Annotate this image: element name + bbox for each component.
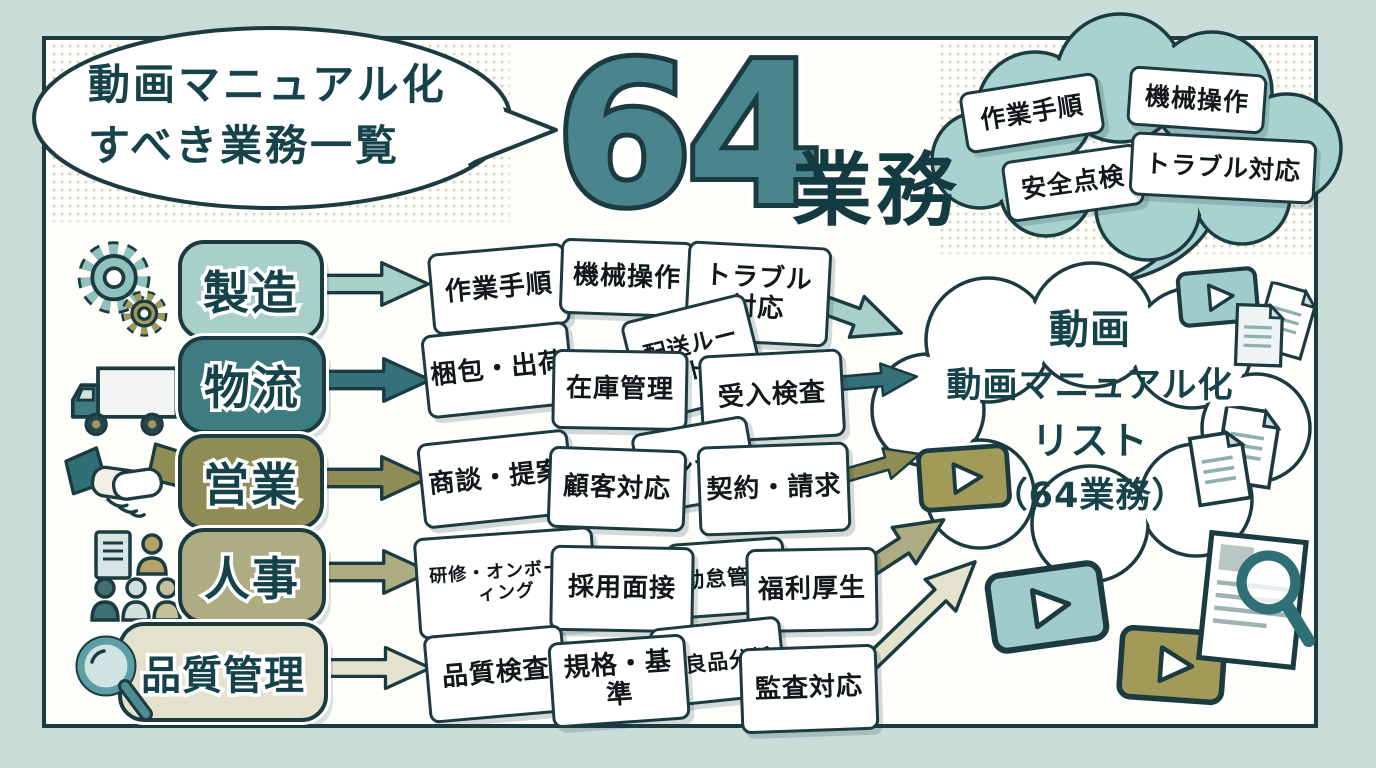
video-play-icon — [981, 556, 1114, 658]
task-card: 品質検査 — [422, 624, 570, 724]
task-card: 監査対応 — [738, 643, 880, 735]
task-card: 在庫管理 — [551, 348, 689, 432]
headline-number: 64 64 64 — [546, 22, 833, 250]
title-bubble-shape — [32, 26, 558, 210]
arrow-manufacturing — [314, 258, 432, 310]
task-card: 採用面接 — [549, 544, 695, 634]
video-play-icon — [914, 441, 1015, 516]
page-title: 動画マニュアル化 すべき業務一覧 — [88, 55, 447, 177]
magnifier-icon — [66, 632, 166, 728]
page-title-line1: 動画マニュアル化 — [88, 60, 447, 109]
task-card: 規格・基準 — [547, 633, 691, 729]
category-pill-sales: 営業営業 — [178, 434, 324, 530]
people-icon — [88, 530, 188, 622]
headline-unit: 業務 — [792, 144, 960, 237]
task-card: 契約・請求 — [696, 441, 852, 537]
category-pill-manufacturing: 製造製造 — [178, 240, 324, 340]
page-title-line2: すべき業務一覧 — [88, 120, 401, 170]
handshake-icon — [64, 440, 188, 536]
documents-icon — [1179, 403, 1296, 513]
document-magnifier-icon — [1185, 526, 1327, 681]
category-pill-hr: 人事人事 — [178, 528, 326, 624]
truck-icon — [70, 360, 182, 442]
arrow-logistics — [316, 354, 434, 406]
result-cloud-title: 動画 動画マニュアル化 リスト （64業務） — [946, 307, 1234, 516]
task-card: 機械操作 — [558, 237, 696, 319]
topic-tag-card: 機械操作 — [1126, 65, 1268, 135]
category-pill-logistics: 物流物流 — [178, 336, 326, 434]
category-pill-quality: 品質管理品質管理 — [118, 622, 328, 722]
task-card: 顧客対応 — [546, 445, 688, 533]
documents-icon — [1225, 277, 1326, 380]
gears-icon — [76, 238, 171, 340]
arrow-quality — [320, 642, 434, 694]
topic-tag-card: トラブル対応 — [1128, 131, 1318, 205]
arrow-hr — [316, 546, 434, 598]
arrow-sales — [314, 452, 432, 504]
